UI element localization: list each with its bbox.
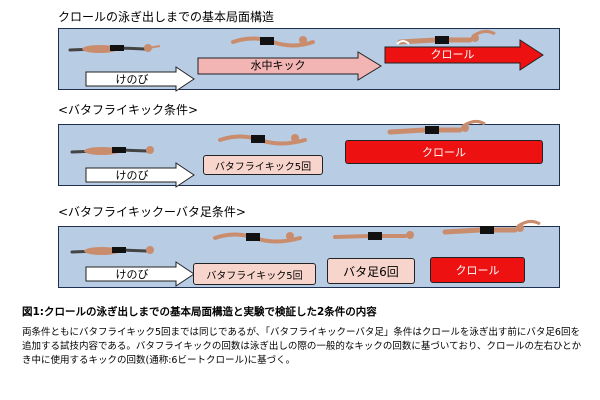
swimmer-crawl-icon [396,29,496,45]
swimmer-butterfly-icon [218,134,307,146]
butterfly-kick-box: バタフライキック5回 [203,155,323,175]
figure-caption-title: 図1:クロールの泳ぎ出しまでの基本局面構造と実験で検証した2条件の内容 [22,306,377,318]
kenobi-label-3: けのび [115,268,149,281]
figure-caption-body: 両条件ともにバタフライキック5回までは同じであるが、「バタフライキックーバタ足」… [22,327,582,366]
suichu-kick-label: 水中キック [250,59,306,72]
kenobi-label-2: けのび [115,169,149,182]
swimmer-glide-icon-2 [70,146,154,155]
kenobi-arrow [85,66,195,92]
swimmer-crawl-icon-3 [442,219,541,235]
swimmer-underwater-icon [231,36,315,48]
kenobi-label-1: けのび [115,73,149,86]
crawl-label-1: クロール [430,48,475,61]
suichu-kick-arrow [197,51,382,81]
butterfly-kick-box-3: バタフライキック5回 [193,263,316,285]
swimmer-crawl-icon-2 [387,119,486,135]
section-title-butterfly-flutter: <バタフライキックーバタ足条件> [58,205,246,219]
crawl-arrow [384,39,544,71]
swimmer-glide-icon [68,44,161,53]
crawl-box-3: クロール [430,257,525,283]
swimmer-butterfly-icon-3 [213,232,302,244]
section-title-butterfly: <バタフライキック条件> [58,103,199,117]
crawl-box-2: クロール [345,140,543,164]
swimmer-flutter-icon [333,231,414,240]
kenobi-arrow-2 [85,162,195,188]
swimmer-glide-icon-3 [70,246,154,255]
kenobi-arrow-3 [85,261,195,287]
flutter-kick-box: バタ足6回 [327,258,415,284]
section-title-basic: クロールの泳ぎ出しまでの基本局面構造 [58,10,275,24]
